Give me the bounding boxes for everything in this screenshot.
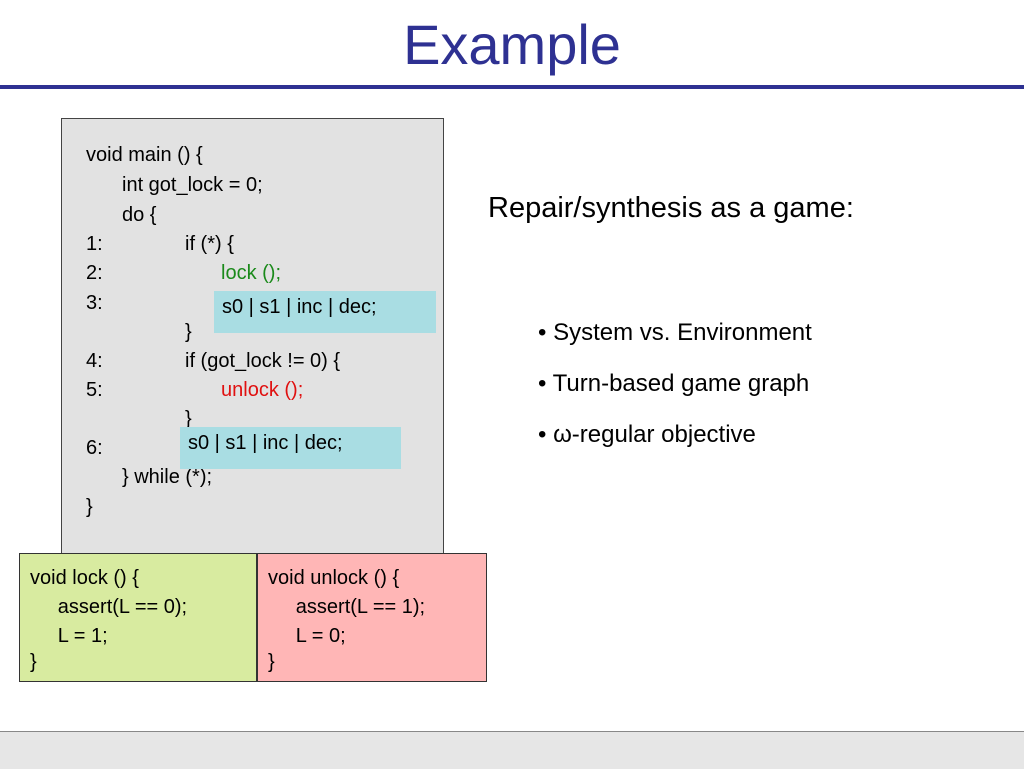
lock-fn-line: }	[30, 651, 37, 673]
right-heading: Repair/synthesis as a game:	[488, 192, 854, 224]
patch-label-3: s0 | s1 | inc | dec;	[214, 291, 436, 333]
title-underline	[0, 85, 1024, 89]
code-line: }	[86, 496, 93, 518]
code-line: }	[185, 321, 192, 343]
line-number: 2:	[86, 262, 103, 284]
line-number: 6:	[86, 437, 103, 459]
lock-call: lock ();	[221, 262, 281, 284]
bullet-list: • System vs. Environment • Turn-based ga…	[538, 307, 812, 460]
line-number: 5:	[86, 379, 103, 401]
line-number: 1:	[86, 233, 103, 255]
unlock-call: unlock ();	[221, 379, 304, 401]
bullet-item: • Turn-based game graph	[538, 370, 810, 397]
main-code-box: void main () { int got_lock = 0; do { 1:…	[61, 118, 444, 556]
unlock-fn-line: }	[268, 651, 275, 673]
slide-footer-bar	[0, 731, 1024, 769]
lock-fn-line: assert(L == 0);	[30, 596, 188, 618]
slide-title: Example	[403, 13, 621, 76]
line-number: 4:	[86, 350, 103, 372]
code-line: do {	[122, 204, 157, 226]
unlock-function-box: void unlock () { assert(L == 1); L = 0; …	[257, 553, 487, 682]
bullet-item: • ω-regular objective	[538, 421, 756, 448]
code-line: }	[185, 408, 192, 430]
code-line: } while (*);	[122, 466, 213, 488]
unlock-fn-line: assert(L == 1);	[268, 596, 426, 618]
code-line: if (got_lock != 0) {	[185, 350, 341, 372]
line-number: 3:	[86, 292, 103, 314]
code-line: void main () {	[86, 144, 203, 166]
bullet-item: • System vs. Environment	[538, 319, 812, 346]
lock-fn-line: L = 1;	[30, 625, 108, 647]
lock-fn-line: void lock () {	[30, 567, 139, 589]
unlock-fn-line: void unlock () {	[268, 567, 400, 589]
lock-function-box: void lock () { assert(L == 0); L = 1; }	[19, 553, 257, 682]
patch-label-6: s0 | s1 | inc | dec;	[180, 427, 401, 469]
code-line: if (*) {	[185, 233, 234, 255]
unlock-fn-line: L = 0;	[268, 625, 346, 647]
code-line: int got_lock = 0;	[122, 174, 263, 196]
